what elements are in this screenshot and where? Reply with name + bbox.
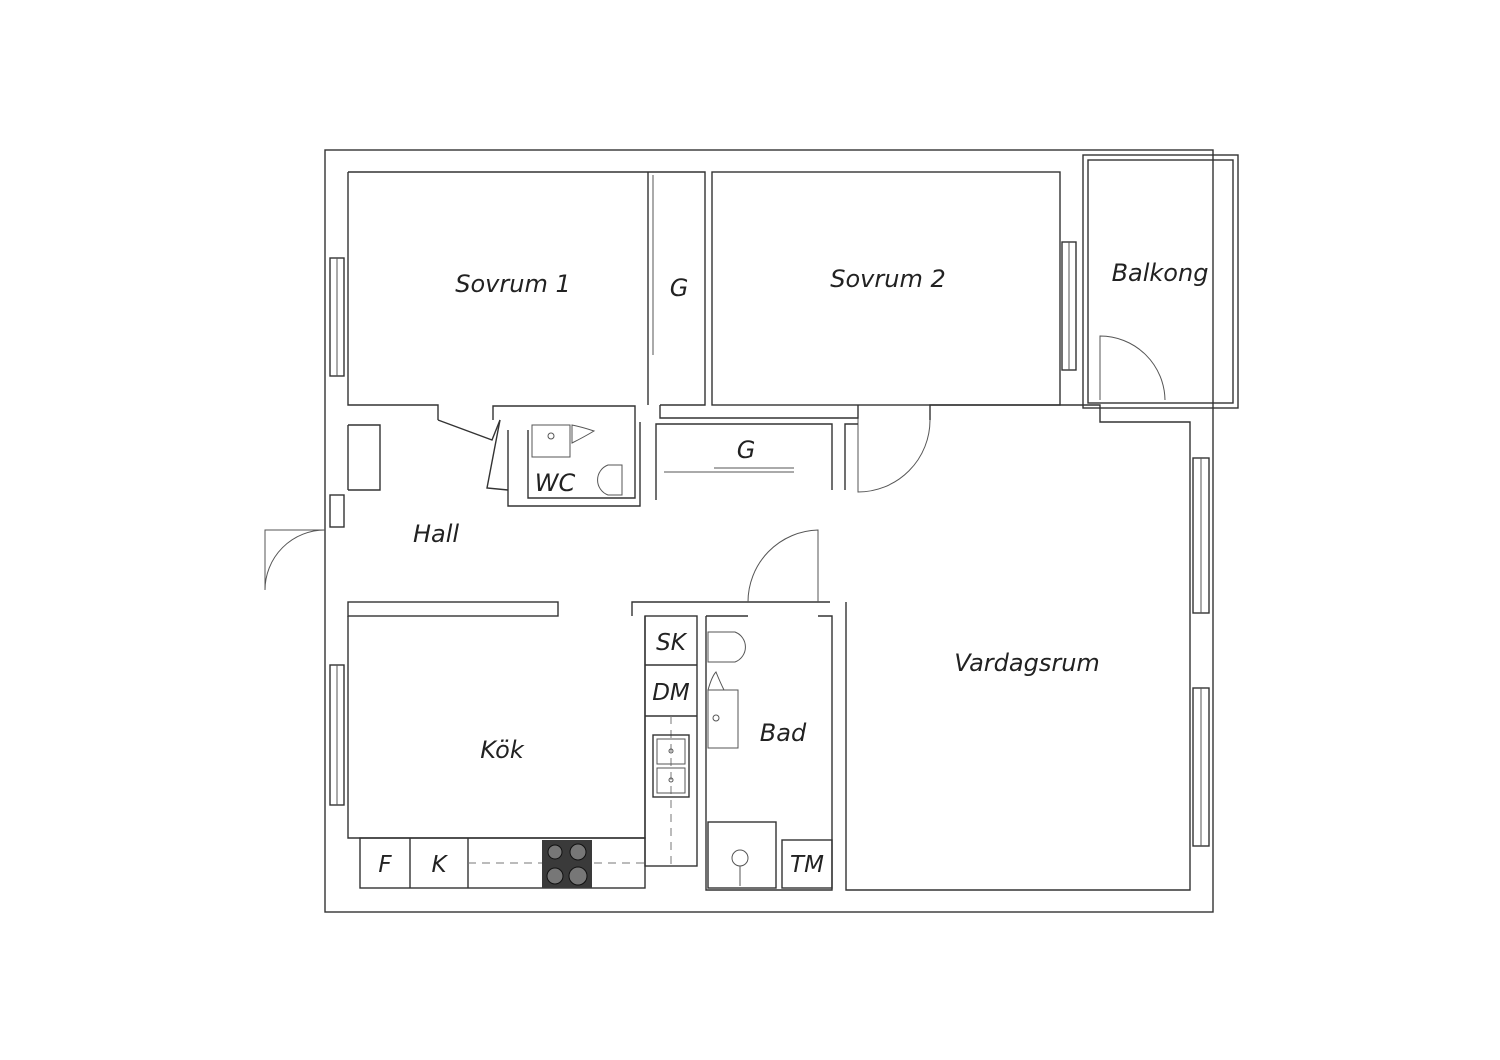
bad-door-swing	[747, 529, 819, 603]
kitchen-sink	[652, 734, 690, 798]
kitchen-sink-drain-1	[668, 748, 674, 754]
label-vardagsrum: Vardagsrum	[954, 649, 1100, 677]
label-k: K	[431, 852, 448, 878]
room-balkong	[1082, 154, 1239, 409]
label-balkong: Balkong	[1112, 259, 1209, 287]
stove-burner-3	[546, 867, 564, 885]
bad-tap	[707, 671, 725, 691]
sovrum1-walls	[348, 171, 706, 406]
wc-walls	[492, 405, 636, 499]
kitchen-sink-basin-2	[656, 767, 686, 794]
room-sovrum1	[348, 171, 706, 441]
kok-side-counter	[644, 615, 698, 867]
label-f: F	[378, 852, 392, 878]
label-sk: SK	[656, 630, 688, 656]
wc-outer-walls	[507, 422, 641, 507]
wc-sink	[531, 424, 571, 458]
hall-bad-wall	[631, 601, 830, 616]
wc-toilet	[597, 464, 623, 496]
vardagsrum-walls	[845, 404, 1191, 891]
label-kok: Kök	[480, 736, 525, 764]
label-sovrum1: Sovrum 1	[455, 270, 570, 298]
outer-walls	[324, 149, 1214, 913]
balkong-inner	[1087, 159, 1234, 404]
label-sovrum2: Sovrum 2	[830, 265, 945, 293]
wc-sink-drain	[547, 432, 555, 440]
shower-drain	[731, 849, 749, 867]
room-sovrum2	[711, 171, 1061, 493]
stove-burner-2	[569, 843, 587, 861]
bad-walls	[705, 615, 833, 891]
sovrum2-walls	[711, 171, 1061, 406]
room-bad	[705, 615, 833, 891]
kok-walls	[347, 616, 646, 839]
wc-tap	[571, 424, 596, 444]
label-bad: Bad	[760, 719, 807, 747]
tm-box	[781, 839, 833, 889]
bad-toilet	[707, 631, 746, 663]
wc-door	[486, 419, 509, 491]
outer-wall-outline	[324, 149, 1214, 913]
room-vardagsrum	[845, 404, 1191, 891]
stove-burner-4	[568, 866, 588, 886]
stove-burner-1	[547, 844, 563, 860]
room-wardrobe2	[655, 405, 859, 500]
bad-sink-drain	[712, 714, 720, 722]
labels: Sovrum 1 G Sovrum 2 Balkong G WC Hall Va…	[378, 259, 1208, 878]
hall-kok-wall	[347, 601, 559, 617]
entrance-door-swing	[264, 529, 326, 591]
wardrobe2-side	[844, 423, 858, 490]
inner-wall-sovrum1-left	[347, 172, 439, 420]
sovrum2-door-swing	[857, 405, 931, 493]
room-wc	[486, 405, 641, 507]
wardrobe2-walls	[655, 423, 833, 500]
windows	[329, 241, 1210, 847]
room-kok	[347, 615, 698, 889]
sovrum1-door	[437, 419, 501, 441]
balkong-door-swing	[1099, 335, 1166, 401]
shower	[707, 821, 777, 889]
kitchen-sink-drain-2	[668, 777, 674, 783]
label-hall: Hall	[413, 520, 459, 548]
label-dm: DM	[652, 680, 690, 706]
balkong-outer	[1082, 154, 1239, 409]
window-hall	[329, 494, 345, 528]
label-tm: TM	[790, 852, 824, 878]
kitchen-sink-basin-1	[656, 738, 686, 765]
label-wardrobe1: G	[670, 274, 689, 302]
label-wc: WC	[535, 469, 576, 497]
room-hall	[264, 424, 830, 617]
label-wardrobe2: G	[737, 436, 756, 464]
wardrobe2-upper-wall	[659, 405, 859, 419]
hall-closet	[348, 424, 381, 491]
bad-sink	[707, 689, 739, 749]
